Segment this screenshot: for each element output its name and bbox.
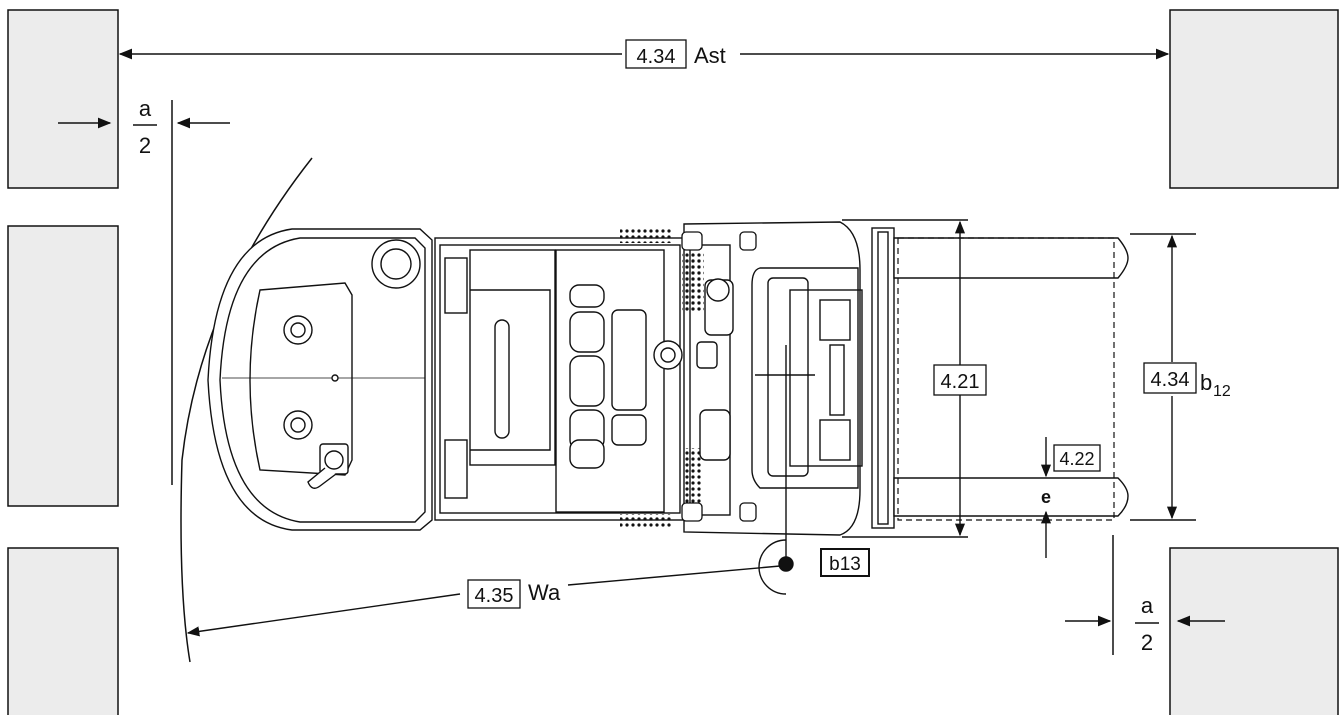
fork-spread-subscript: 12 <box>1213 383 1231 400</box>
fork-lower <box>893 477 1129 517</box>
fork-carriage-plate <box>871 227 895 529</box>
width-dimension <box>842 219 968 538</box>
fork-width-symbol: e <box>1041 487 1051 507</box>
turning-radius-ref-label: 4.35 <box>475 585 514 607</box>
width-ref-label: 4.21 <box>941 371 980 393</box>
fork-upper <box>893 237 1129 279</box>
fork-spread-ref-box <box>1143 362 1197 394</box>
turning-radius-ref-box <box>467 579 521 609</box>
clearance-right-numerator: a <box>1141 593 1154 618</box>
width-ref-box <box>933 364 987 396</box>
fork-spread-symbol: b <box>1200 370 1212 395</box>
ast-ref-box <box>625 39 687 69</box>
clearance-left-denominator: 2 <box>139 133 151 158</box>
turning-radius-dimension <box>186 565 781 637</box>
fork-spread-dimension <box>1130 233 1196 521</box>
clearance-right <box>1065 535 1225 655</box>
rack-blocks <box>7 9 1339 715</box>
counterweight <box>207 228 433 531</box>
turning-radius-symbol: Wa <box>528 580 561 605</box>
turning-center-ref-label: b13 <box>829 554 861 575</box>
rack-block-top-left <box>7 9 119 189</box>
fork-width-ref-label: 4.22 <box>1059 449 1094 469</box>
clearance-left <box>58 100 230 485</box>
clearance-right-denominator: 2 <box>1141 630 1153 655</box>
fork-width-ref-box <box>1053 444 1101 472</box>
rack-block-bottom-left <box>7 547 119 715</box>
load-outline <box>897 237 1115 521</box>
turning-center-ref-box <box>820 548 870 577</box>
rack-block-top-right <box>1169 9 1339 189</box>
turning-arc <box>180 157 313 663</box>
forklift-body <box>207 221 895 536</box>
ast-ref-label: 4.34 <box>637 46 676 68</box>
rack-block-mid-left <box>7 225 119 507</box>
rack-block-bottom-right <box>1169 547 1339 715</box>
clearance-left-numerator: a <box>139 96 152 121</box>
turning-center <box>758 539 794 595</box>
ast-symbol-label: Ast <box>694 43 726 68</box>
forks <box>893 237 1129 517</box>
fork-spread-ref-label: 4.34 <box>1151 369 1190 391</box>
